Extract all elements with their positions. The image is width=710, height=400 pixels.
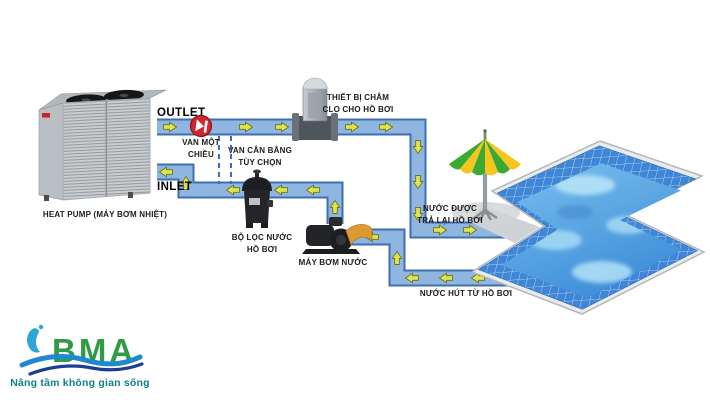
pool-illustration xyxy=(470,140,706,315)
heat-pump-label: HEAT PUMP (MÁY BƠM NHIỆT) xyxy=(42,210,168,219)
pump-label: MÁY BƠM NƯỚC xyxy=(298,258,368,267)
balance-valve-label: VAN CÂN BẰNG TÙY CHỌN xyxy=(227,146,293,167)
chlorinator-label: THIẾT BỊ CHÂM CLO CHO HỒ BƠI xyxy=(322,93,394,114)
outlet-label: OUTLET xyxy=(157,107,206,119)
chlorinator-illustration xyxy=(292,77,338,141)
pump-illustration xyxy=(302,217,373,254)
logo-tagline: Nâng tầm không gian sống xyxy=(10,377,150,389)
bma-logo: BMA xyxy=(19,324,144,376)
filter-label: BỘ LỌC NƯỚC HỒ BƠI xyxy=(231,233,293,254)
check-valve-icon xyxy=(189,114,213,138)
umbrella-icon xyxy=(449,129,521,222)
filter-illustration xyxy=(242,169,273,228)
heat-pump-illustration xyxy=(38,89,167,201)
suction-water-label: NƯỚC HÚT TỪ HỒ BƠI xyxy=(419,289,513,298)
inlet-label: INLET xyxy=(157,181,193,193)
bypass-dashed-lines xyxy=(218,136,232,184)
return-water-label: NƯỚC ĐƯỢC TRẢ LẠI HỒ BƠI xyxy=(417,204,483,225)
check-valve-label: VAN MỘT CHIỀU xyxy=(182,138,220,159)
